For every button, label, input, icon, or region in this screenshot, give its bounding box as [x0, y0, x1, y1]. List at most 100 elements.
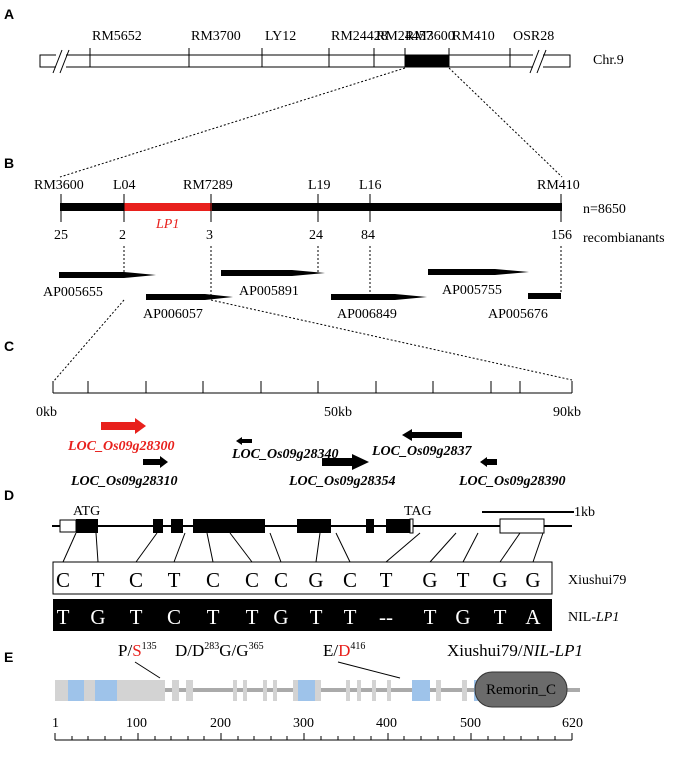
utr-5 — [59, 519, 77, 533]
bac-arrow — [221, 270, 325, 276]
base: G — [308, 568, 323, 592]
bac-label: AP005676 — [488, 307, 548, 322]
marker-label: OSR28 — [513, 29, 554, 44]
scale-label: 90kb — [553, 405, 581, 420]
axis-label: 100 — [126, 716, 147, 731]
base: C — [167, 605, 181, 629]
xiushui79-sequence: C T C T C C C G C T G T G G — [56, 568, 541, 592]
chromosome-label: Chr.9 — [593, 53, 624, 68]
gene-label: LOC_Os09g28390 — [458, 474, 566, 489]
base: T — [310, 605, 323, 629]
gene-arrow — [236, 437, 252, 445]
marker-label: L04 — [113, 178, 136, 193]
nil-lp1-sequence-box — [53, 599, 552, 631]
base: T — [92, 568, 105, 592]
base: G — [273, 605, 288, 629]
recombinant-label: recombianants — [583, 231, 665, 246]
gene-structure — [52, 511, 574, 534]
panel-label-e: E — [4, 649, 13, 665]
base: A — [525, 605, 541, 629]
nil-lp1-sequence: T G T C T T G T T -- T G T A — [57, 605, 542, 629]
panel-b-marker-labels: RM3600 L04 RM7289 L19 L16 RM410 — [34, 178, 580, 193]
exon — [153, 519, 163, 533]
gene-label: LOC_Os09g28340 — [231, 447, 339, 462]
bac-label: AP006057 — [143, 307, 203, 322]
bac-arrow — [428, 269, 529, 275]
base: T — [57, 605, 70, 629]
base: G — [525, 568, 540, 592]
base: G — [455, 605, 470, 629]
population-size: n=8650 — [583, 202, 626, 217]
marker-label: RM24428 — [331, 29, 388, 44]
gene-arrow — [322, 454, 369, 470]
bac-labels: AP005655 AP006057 AP005891 AP006849 AP00… — [43, 283, 548, 322]
panel-label-c: C — [4, 338, 14, 354]
recombinant-count: 25 — [54, 228, 68, 243]
axis-label: 400 — [376, 716, 397, 731]
exon — [366, 519, 374, 533]
recombinant-counts: 25 2 3 24 84 156 — [54, 228, 572, 243]
axis-label: 1 — [52, 716, 59, 731]
residue-axis-labels: 1 100 200 300 400 500 620 — [52, 716, 583, 731]
fine-map-bar — [60, 194, 562, 222]
bac-arrow — [59, 272, 156, 278]
deletion: -- — [379, 605, 393, 629]
gene-label-lp1: LOC_Os09g28300 — [67, 439, 175, 454]
protein-domain-map — [55, 671, 580, 708]
recombinant-count: 156 — [551, 228, 572, 243]
base: T — [344, 605, 357, 629]
comparison-label: Xiushui79/NIL-LP1 — [447, 641, 583, 660]
gene-label: LOC_Os09g28310 — [70, 474, 178, 489]
scale-label: 0kb — [36, 405, 57, 420]
marker-label: RM3700 — [191, 29, 241, 44]
gene-arrow — [480, 457, 497, 467]
zoom-line — [210, 299, 573, 381]
bac-label: AP005755 — [442, 283, 502, 298]
panel-label-b: B — [4, 155, 14, 171]
target-region — [405, 55, 449, 67]
remorin-c-domain — [474, 671, 568, 708]
bac-arrow — [146, 294, 233, 300]
base: G — [90, 605, 105, 629]
axis-label: 500 — [460, 716, 481, 731]
snp-connectors — [62, 532, 544, 563]
base: C — [206, 568, 220, 592]
zoom-line — [448, 67, 563, 178]
axis-label: 300 — [293, 716, 314, 731]
kb-scale — [52, 381, 573, 394]
exon — [386, 519, 410, 533]
recombinant-count: 3 — [206, 228, 213, 243]
utr-3 — [499, 518, 545, 534]
panel-label-d: D — [4, 487, 14, 503]
marker-label: RM410 — [452, 29, 495, 44]
marker-label: RM410 — [537, 178, 580, 193]
recombinant-count: 24 — [309, 228, 323, 243]
base: C — [56, 568, 70, 592]
bac-clones — [59, 269, 561, 300]
axis-label: 620 — [562, 716, 583, 731]
exon — [193, 519, 265, 533]
marker-label: RM7289 — [183, 178, 233, 193]
scale-label: 50kb — [324, 405, 352, 420]
bac-label: AP005891 — [239, 284, 299, 299]
base: T — [457, 568, 470, 592]
bac-arrow — [528, 293, 561, 299]
exon — [76, 519, 98, 533]
marker-label: RM24457 — [376, 29, 433, 44]
mutation-d416: E/D416 — [323, 641, 365, 660]
lp1-interval — [124, 203, 212, 211]
nil-lp1-label: NIL-LP1 — [568, 610, 619, 625]
exon — [171, 519, 183, 533]
base: T — [246, 605, 259, 629]
marker-label: L19 — [308, 178, 331, 193]
residue-axis — [54, 733, 573, 741]
exon — [297, 519, 331, 533]
gene-arrow — [402, 429, 462, 441]
panel-label-a: A — [4, 6, 14, 22]
mutation-pointer — [337, 661, 401, 679]
zoom-line — [52, 299, 125, 383]
gene-label: LOC_Os09g2837 — [371, 444, 473, 459]
base: C — [129, 568, 143, 592]
base: T — [424, 605, 437, 629]
